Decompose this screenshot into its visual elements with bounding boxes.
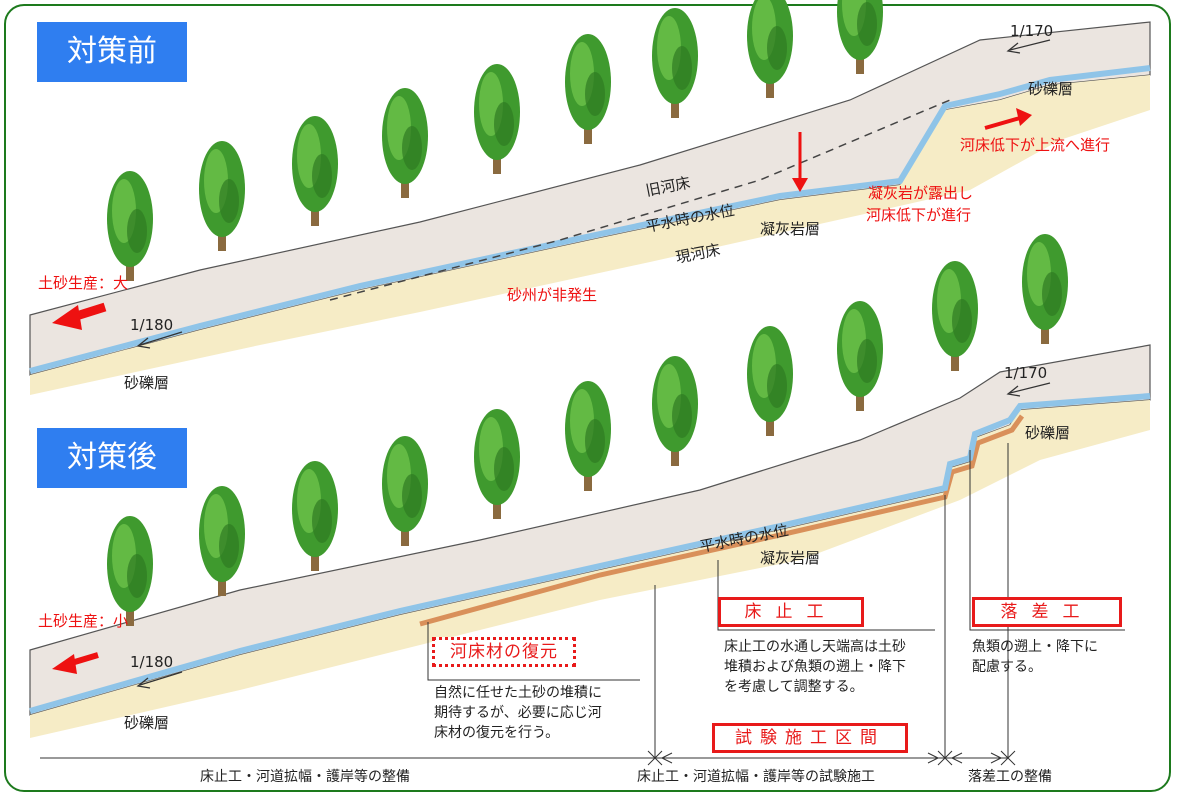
before-gravel-right: 砂礫層 xyxy=(1028,80,1074,98)
before-gradient-upstream: 1/170 xyxy=(1010,22,1054,40)
before-upstream-label: 河床低下が上流へ進行 xyxy=(960,136,1111,154)
drop-structure-desc: 魚類の遡上・降下に 配慮する。 xyxy=(972,639,1098,675)
groundsill-desc: 床止工の水通し天端高は土砂 堆積および魚類の遡上・降下 を考慮して調整する。 xyxy=(724,639,906,695)
after-gradient-upstream: 1/170 xyxy=(1004,364,1048,382)
before-title: 対策前 xyxy=(37,22,187,82)
before-gradient-downstream: 1/180 xyxy=(130,316,174,334)
before-exposed-label-2: 河床低下が進行 xyxy=(866,206,972,224)
riverbed-restoration-label: 河床材の復元 xyxy=(432,637,576,667)
groundsill-label: 床止工 xyxy=(718,597,864,627)
after-arrows xyxy=(52,382,1051,689)
after-gravel-left: 砂礫層 xyxy=(124,714,170,732)
after-title: 対策後 xyxy=(37,428,187,488)
drop-structure-label: 落差工 xyxy=(972,597,1122,627)
before-arrows xyxy=(52,39,1051,349)
after-sediment-label: 土砂生産：小 xyxy=(38,612,129,630)
riverbed-restoration-desc: 自然に任せた土砂の堆積に 期待するが、必要に応じ河 床材の復元を行う。 xyxy=(434,685,602,741)
before-tuff-label: 凝灰岩層 xyxy=(760,220,821,238)
after-gradient-downstream: 1/180 xyxy=(130,653,174,671)
before-exposed-label-1: 凝灰岩が露出し xyxy=(868,184,974,202)
before-terrain xyxy=(29,21,1151,395)
test-section-label: 試験施工区間 xyxy=(712,723,908,753)
bottom-label-test-construction: 床止工・河道拡幅・護岸等の試験施工 xyxy=(637,769,875,785)
bottom-dimension-line xyxy=(40,750,1016,766)
after-terrain xyxy=(29,344,1151,738)
bottom-label-drop-maintenance: 落差工の整備 xyxy=(968,769,1052,785)
after-gravel-right: 砂礫層 xyxy=(1025,424,1071,442)
before-no-sandbar-label: 砂州が非発生 xyxy=(507,286,598,304)
bottom-label-maintenance: 床止工・河道拡幅・護岸等の整備 xyxy=(200,769,410,785)
before-gravel-left: 砂礫層 xyxy=(124,374,170,392)
after-tuff-label: 凝灰岩層 xyxy=(760,549,821,567)
before-sediment-label: 土砂生産：大 xyxy=(38,274,129,292)
